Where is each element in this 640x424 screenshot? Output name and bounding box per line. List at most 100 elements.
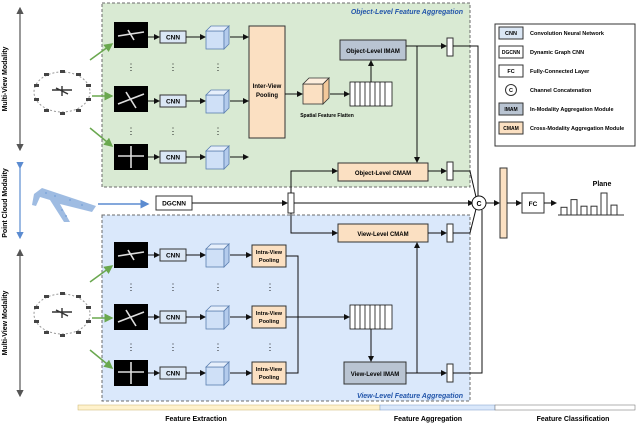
intra-pool-2-l2: Pooling bbox=[259, 319, 279, 325]
output-bar bbox=[560, 206, 568, 216]
intra-pool-3-l1: Intra-View bbox=[256, 367, 283, 373]
camera-ring-top bbox=[33, 70, 91, 115]
pc-to-view-cmam bbox=[290, 213, 338, 236]
dots-cnn-bot-1: ⋮ bbox=[169, 282, 178, 292]
legend-swatch bbox=[498, 45, 524, 59]
dots-cnn-top-2: ⋮ bbox=[169, 126, 178, 136]
intra-pool-2-l1: Intra-View bbox=[256, 311, 283, 317]
pc-label: Point Cloud Modality bbox=[2, 168, 9, 238]
cnn-label-3: CNN bbox=[166, 155, 180, 162]
legend-key: CNN bbox=[505, 31, 517, 37]
point-cloud-airplane bbox=[32, 188, 96, 222]
stage-feature-aggregation: Feature Aggregation bbox=[394, 416, 462, 423]
dots-cnn-top-1: ⋮ bbox=[169, 62, 178, 72]
dots-cnn-bot-2: ⋮ bbox=[169, 342, 178, 352]
input-arrow-top-1 bbox=[89, 43, 114, 61]
point-feature-bar bbox=[287, 192, 295, 214]
legend-key: IMAM bbox=[504, 107, 517, 113]
cnn-label-6: CNN bbox=[166, 371, 180, 378]
legend-key: FC bbox=[507, 69, 514, 75]
flatten-cube bbox=[302, 77, 330, 105]
pc-to-object-cmam bbox=[290, 168, 338, 193]
obj-cmam-to-concat bbox=[453, 170, 477, 198]
intra-pool-3-l2: Pooling bbox=[259, 375, 279, 381]
dots-img-bot-1: ⋮ bbox=[127, 282, 136, 292]
stage-bar-extraction bbox=[77, 404, 381, 411]
legend-swatch bbox=[498, 26, 524, 40]
stage-bar-classification bbox=[494, 404, 636, 411]
input-arrow-bottom-3 bbox=[89, 349, 114, 369]
output-bar bbox=[570, 199, 578, 216]
output-class-label: Plane bbox=[593, 181, 612, 188]
view-token-strip bbox=[349, 304, 393, 330]
stage-feature-extraction: Feature Extraction bbox=[165, 416, 226, 423]
fused-feature-bar bbox=[499, 167, 508, 239]
object-cmam-box bbox=[337, 162, 429, 182]
legend-swatch bbox=[498, 102, 524, 116]
legend-key: C bbox=[509, 88, 513, 94]
output-bar bbox=[590, 205, 598, 216]
cnn-label-1: CNN bbox=[166, 35, 180, 42]
view-imam-output-bar bbox=[446, 363, 454, 383]
dots-pool-bot-1: ⋮ bbox=[266, 282, 275, 292]
input-arrow-bottom-1 bbox=[89, 265, 114, 283]
object-token-strip bbox=[349, 81, 393, 107]
output-histogram bbox=[560, 192, 618, 216]
object-imam-output-bar bbox=[446, 37, 454, 57]
dots-cube-bot-2: ⋮ bbox=[214, 342, 223, 352]
view-level-title: View-Level Feature Aggregation bbox=[357, 393, 463, 400]
mv-bottom-label: Multi-View Modality bbox=[2, 290, 9, 355]
dots-img-bot-2: ⋮ bbox=[127, 342, 136, 352]
cnn-label-5: CNN bbox=[166, 315, 180, 322]
output-bar bbox=[610, 204, 618, 216]
legend-text: Convolution Neural Network bbox=[530, 31, 605, 37]
fc-label: FC bbox=[529, 201, 538, 208]
view-cmam-label: View-Level CMAM bbox=[357, 232, 408, 238]
concat-symbol: C bbox=[476, 201, 481, 208]
obj-imam-to-concat bbox=[453, 45, 479, 196]
intra-pool-1-l1: Intra-View bbox=[256, 250, 283, 256]
object-cmam-output-bar bbox=[446, 161, 454, 181]
view-cmam-to-concat bbox=[453, 208, 477, 234]
object-imam-label: Object-Level IMAM bbox=[346, 49, 400, 55]
legend-key: CMAM bbox=[503, 126, 519, 132]
object-cmam-label: Object-Level CMAM bbox=[355, 171, 411, 177]
output-bar bbox=[600, 192, 608, 216]
legend-swatch bbox=[498, 121, 524, 135]
mv-top-label: Multi-View Modality bbox=[2, 46, 9, 111]
intra-view-pooling-boxes bbox=[251, 244, 287, 385]
view-imam-label: View-Level IMAM bbox=[351, 372, 400, 378]
dots-pool-bot-2: ⋮ bbox=[266, 342, 275, 352]
input-arrow-top-3 bbox=[89, 127, 114, 147]
legend-text: Channel Concatenation bbox=[530, 88, 592, 94]
inter-view-pooling-label-2: Pooling bbox=[256, 93, 278, 99]
cnn-label-4: CNN bbox=[166, 253, 180, 260]
legend-swatch bbox=[498, 64, 524, 78]
cnn-label-2: CNN bbox=[166, 99, 180, 106]
legend-swatch bbox=[505, 84, 517, 96]
dots-cube-bot-1: ⋮ bbox=[214, 282, 223, 292]
object-level-region bbox=[101, 2, 471, 188]
legend-key: DGCNN bbox=[502, 50, 521, 56]
legend-text: In-Modality Aggregation Module bbox=[530, 107, 614, 113]
legend-text: Dynamic Graph CNN bbox=[530, 50, 584, 56]
stage-bar-aggregation bbox=[379, 404, 496, 411]
legend-text: Cross-Modality Aggregation Module bbox=[530, 126, 624, 132]
view-images bbox=[114, 22, 148, 386]
view-imam-to-concat bbox=[453, 210, 483, 374]
intra-merge-lines bbox=[286, 255, 349, 374]
stage-feature-classification: Feature Classification bbox=[537, 416, 610, 423]
dots-cube-top-1: ⋮ bbox=[214, 62, 223, 72]
legend-text: Fully-Connected Layer bbox=[530, 69, 590, 75]
feature-cubes bbox=[205, 25, 230, 386]
spatial-flatten-label: Spatial Feature Flatten bbox=[300, 113, 354, 119]
inter-view-pooling-label-1: Inter-View bbox=[253, 84, 282, 90]
view-cmam-output-bar bbox=[446, 223, 454, 243]
inter-view-pooling-box bbox=[248, 25, 286, 139]
dots-img-top-1: ⋮ bbox=[127, 62, 136, 72]
extraction-arrows bbox=[148, 34, 206, 376]
dots-img-top-2: ⋮ bbox=[127, 126, 136, 136]
intra-pool-1-l2: Pooling bbox=[259, 258, 279, 264]
